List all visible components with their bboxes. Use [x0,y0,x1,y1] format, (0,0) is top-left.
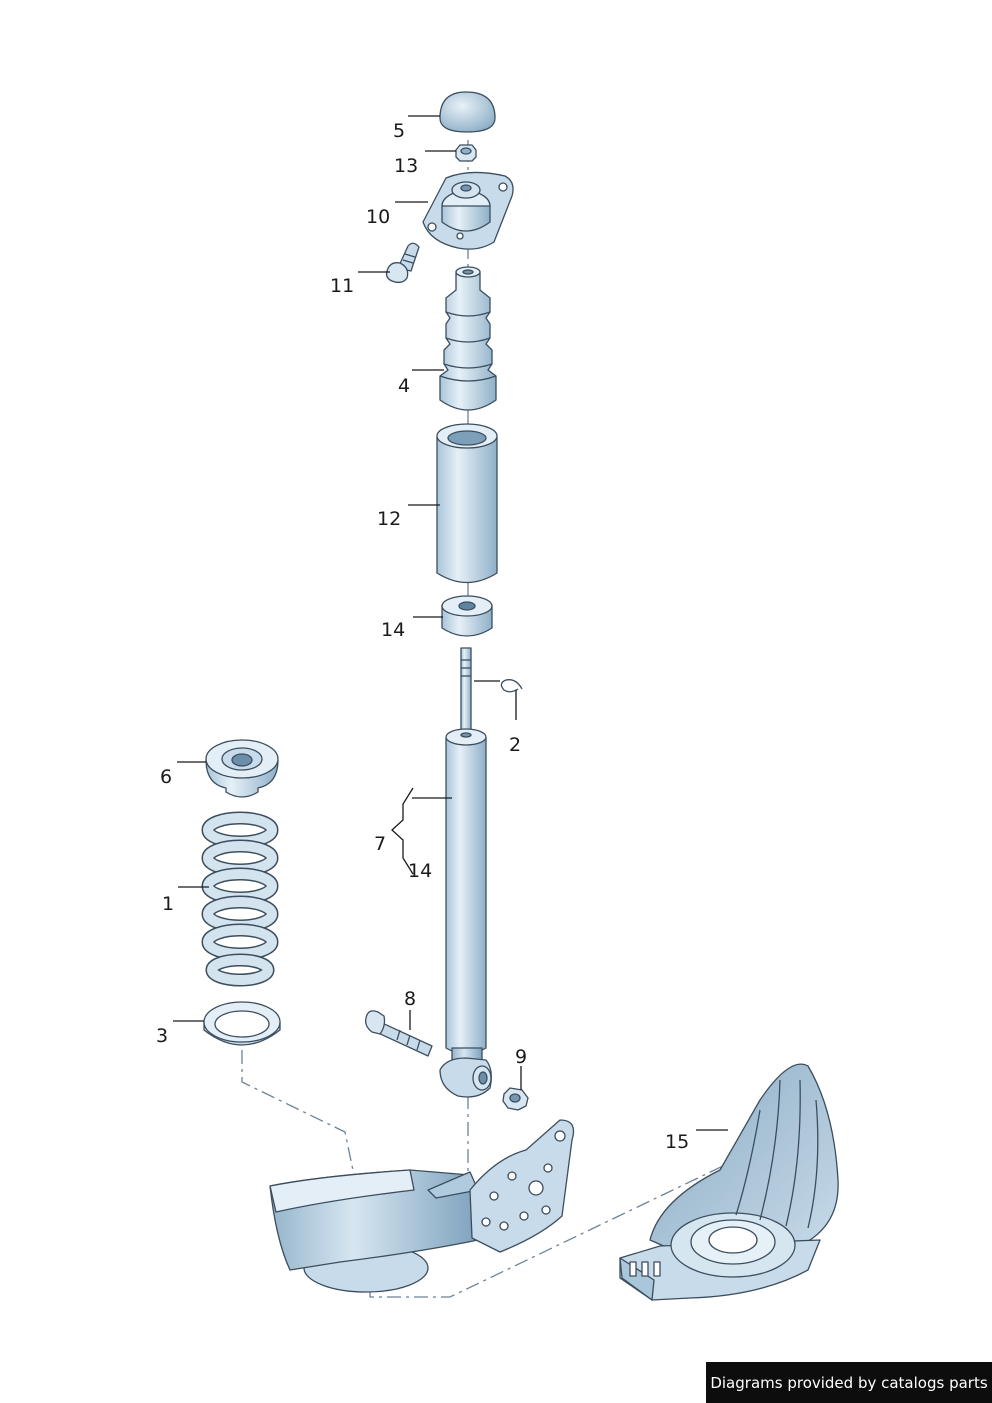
circlip-part [500,679,523,693]
callout-12: 12 [377,508,401,530]
callout-9: 9 [515,1046,527,1068]
callout-11: 11 [330,275,354,297]
attribution-banner: Diagrams provided by catalogs parts [706,1362,992,1403]
callout-10: 10 [366,206,390,228]
attribution-text: Diagrams provided by catalogs parts [710,1373,988,1392]
spacer-part [441,595,493,637]
top-nut-part [455,144,477,162]
strut-mount-part [422,171,514,250]
mount-bolt-part [385,242,420,284]
upper-spring-seat-part [205,739,279,798]
callout-3: 3 [156,1025,168,1047]
leader-lines [173,115,728,1131]
rear-axle-beam-part [269,1119,575,1293]
callout-7-range-end: 14 [408,860,432,882]
callout-7: 7 [374,833,386,855]
stone-guard-part [619,1063,839,1301]
lower-spring-seat-part [203,1001,281,1046]
bump-stop-part [439,266,497,411]
shock-absorber-part [439,647,492,1098]
callout-5: 5 [393,120,405,142]
lower-bolt-part [364,1010,433,1057]
coil-spring-part [201,811,279,987]
callout-13: 13 [394,155,418,177]
callout-14: 14 [381,619,405,641]
lower-nut-part [502,1087,529,1111]
callout-4: 4 [398,375,410,397]
callout-8: 8 [404,988,416,1010]
callout-labels: 5 13 10 11 4 12 14 2 6 7 14 1 8 3 9 15 [156,120,689,1153]
callout-6: 6 [160,766,172,788]
callout-1: 1 [162,893,174,915]
callout-2: 2 [509,734,521,756]
protective-tube-part [436,423,498,584]
callout-15: 15 [665,1131,689,1153]
dust-cap-part [439,91,496,133]
